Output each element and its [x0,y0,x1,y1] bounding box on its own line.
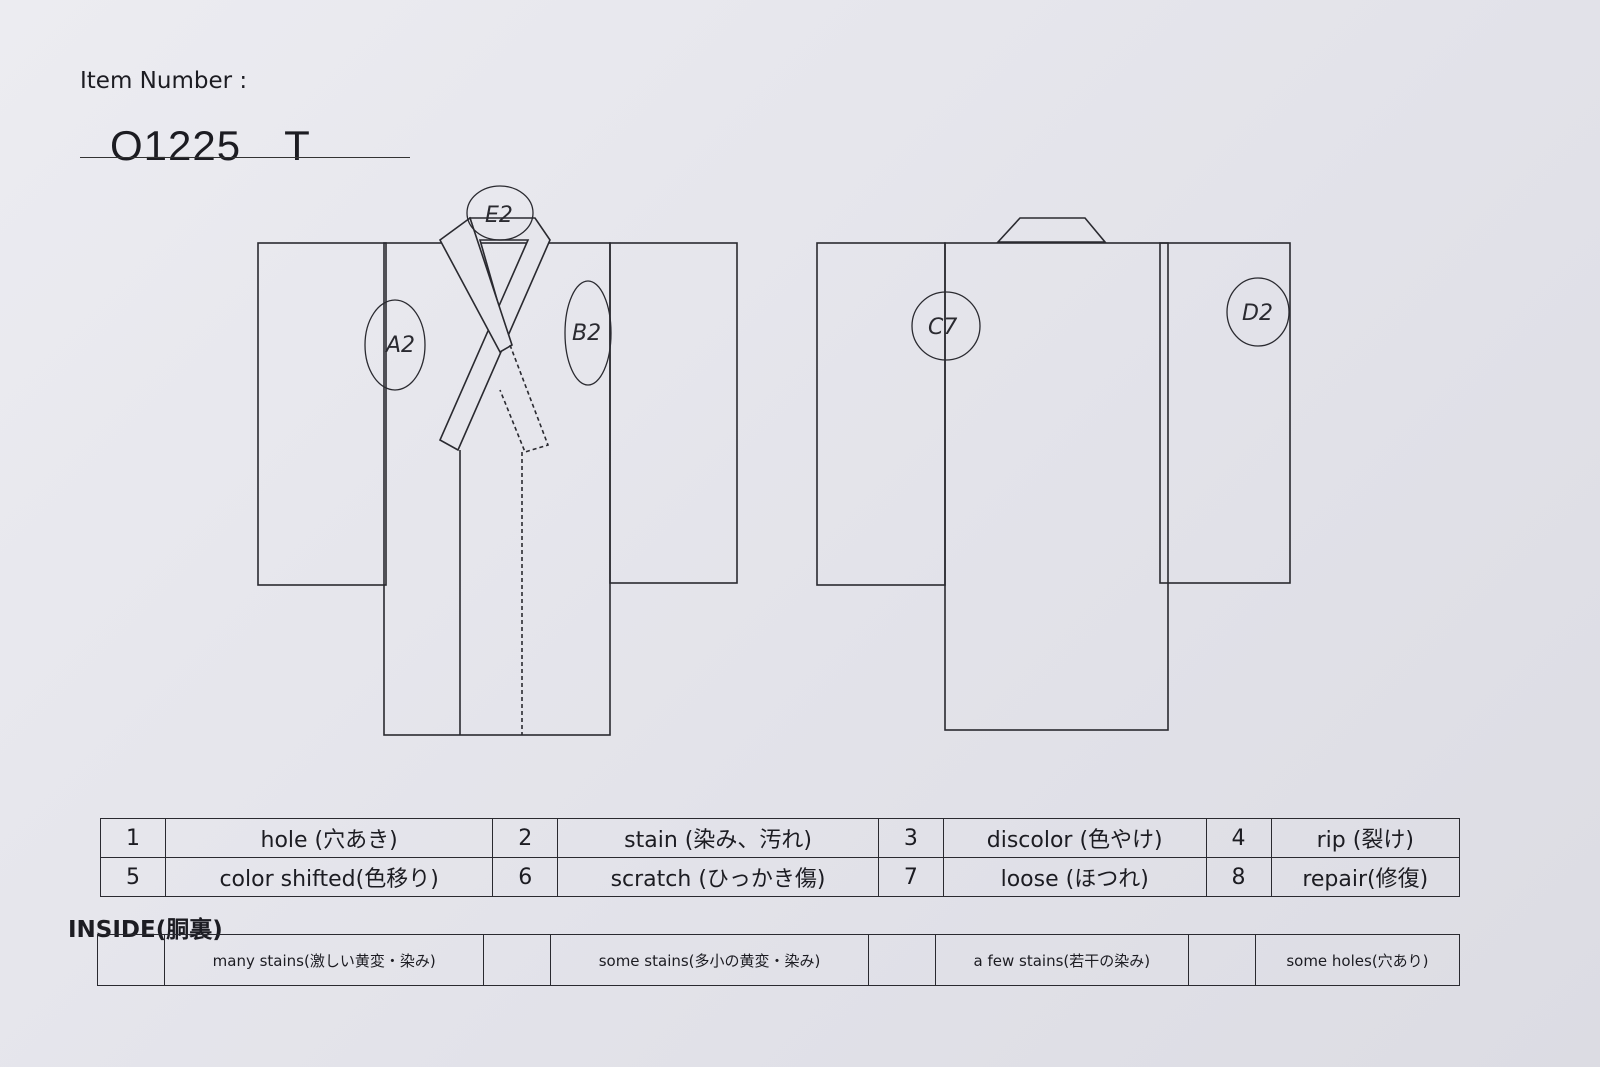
inside-label: many stains(激しい黄変・染み) [163,934,485,986]
legend-row: 5 color shifted(色移り) 6 scratch (ひっかき傷) 7… [100,857,1461,897]
inside-condition-table: many stains(激しい黄変・染み) some stains(多小の黄変・… [97,934,1461,986]
kimono-back-diagram [816,217,1291,731]
front-hidden-collar [499,344,550,453]
back-right-sleeve [1159,242,1291,584]
legend-number: 4 [1205,818,1272,858]
item-number-underline [80,157,410,158]
legend-number: 1 [100,818,166,858]
inside-row: many stains(激しい黄変・染み) some stains(多小の黄変・… [97,934,1461,986]
inside-label: some holes(穴あり) [1254,934,1461,986]
inside-checkbox-cell [97,934,165,986]
legend-label: repair(修復) [1270,857,1461,897]
annotation-circle-b2 [564,280,612,386]
legend-number: 5 [100,857,166,897]
legend-number: 8 [1205,857,1272,897]
legend-label: color shifted(色移り) [164,857,494,897]
inside-checkbox-cell [1187,934,1256,986]
legend-label: rip (裂け) [1270,818,1461,858]
back-body [944,242,1169,731]
annotation-d2: D2 [1242,301,1273,326]
back-left-sleeve [816,242,946,586]
annotation-b2: B2 [572,321,601,346]
annotation-e2: E2 [485,203,513,228]
annotation-a2: A2 [384,333,415,358]
inside-checkbox-cell [483,934,552,986]
front-left-sleeve [257,242,387,586]
item-number-label: Item Number : [80,68,248,94]
kimono-front-diagram [257,185,738,736]
legend-label: scratch (ひっかき傷) [557,857,879,897]
item-number-value: O1225 T [110,122,311,169]
legend-number: 6 [492,857,559,897]
legend-label: loose (ほつれ) [942,857,1207,897]
annotation-circle-c7 [911,291,981,361]
annotation-circle-a2 [364,299,426,391]
legend-label: hole (穴あき) [164,818,494,858]
legend-label: discolor (色やけ) [942,818,1207,858]
front-right-sleeve [609,242,738,584]
legend-number: 2 [492,818,559,858]
back-collar [996,217,1107,243]
damage-legend-table: 1 hole (穴あき) 2 stain (染み、汚れ) 3 discolor … [100,818,1461,897]
legend-number: 7 [877,857,944,897]
annotation-circle-d2 [1226,277,1290,347]
annotation-circle-e2 [466,185,534,241]
legend-row: 1 hole (穴あき) 2 stain (染み、汚れ) 3 discolor … [100,818,1461,858]
inside-label: some stains(多小の黄変・染み) [550,934,869,986]
inside-label: a few stains(若干の染み) [934,934,1189,986]
front-collar-left [438,216,513,354]
annotation-c7: C7 [928,315,957,340]
legend-label: stain (染み、汚れ) [557,818,879,858]
inside-checkbox-cell [867,934,936,986]
legend-number: 3 [877,818,944,858]
